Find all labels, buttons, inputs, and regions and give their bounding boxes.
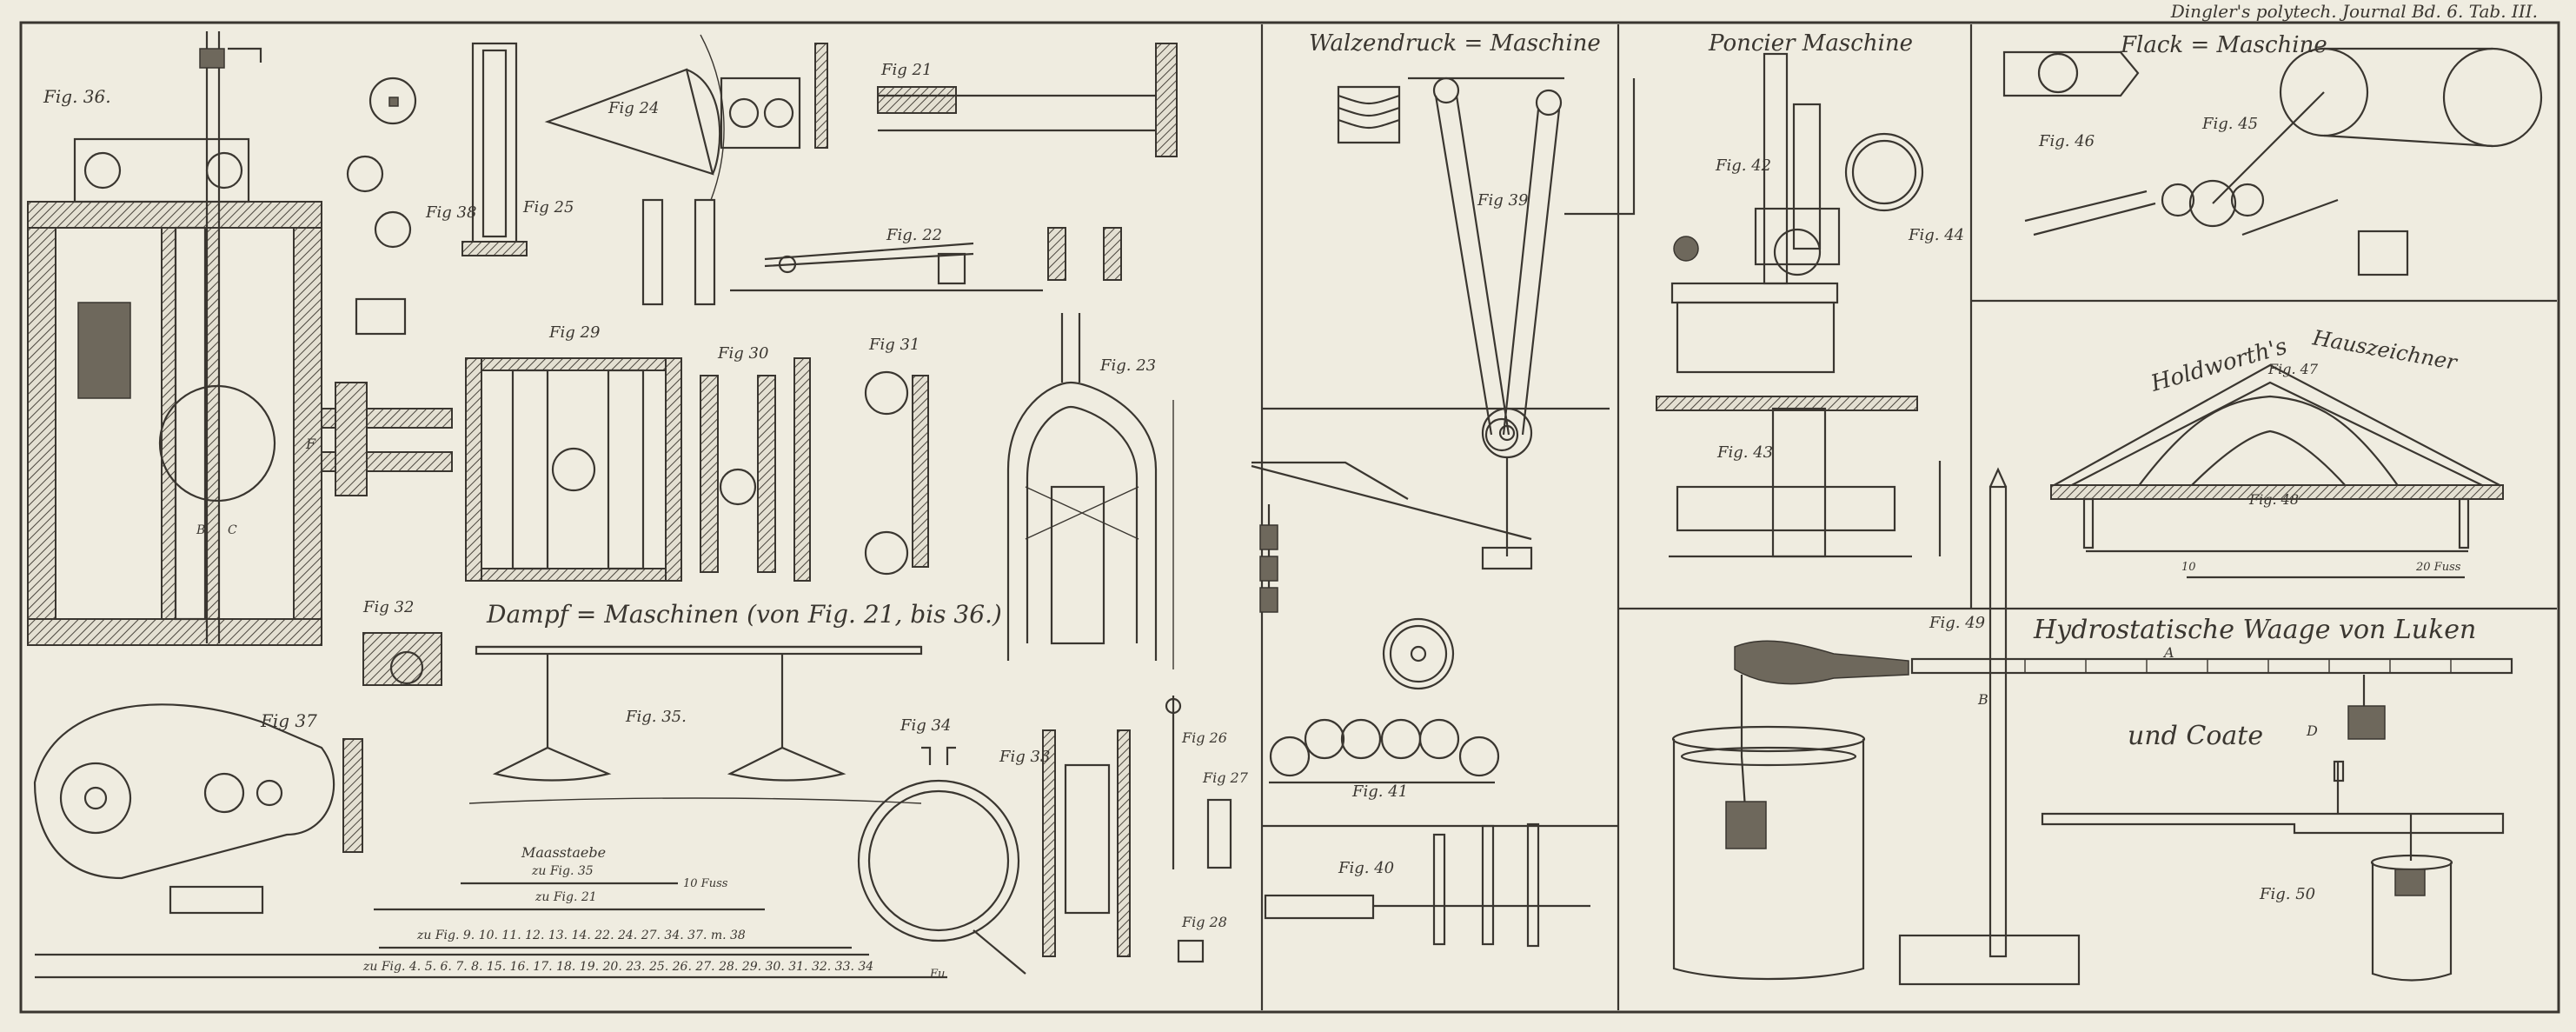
fig-36-letter-b: B (196, 523, 205, 537)
scale-unit-1: 10 Fuss (683, 877, 728, 890)
hz-scale-right: 20 Fuss (2415, 561, 2461, 574)
walzendruck-title: Walzendruck = Maschine (1309, 30, 1601, 57)
dampf-maschinen-title: Dampf = Maschinen (von Fig. 21, bis 36.) (486, 600, 1002, 629)
fig-28-label: Fig 28 (1181, 914, 1227, 930)
plate-border (19, 21, 2560, 1014)
fig-36-letter-f: F (305, 436, 316, 452)
waage-letter-b: B (1977, 691, 1988, 708)
scale-unit-2: Fu (929, 968, 945, 981)
fig-48-label: Fig. 48 (2248, 491, 2299, 508)
fig-37-label: Fig 37 (260, 710, 317, 731)
hz-scale-left: 10 (2181, 561, 2196, 574)
scale-35-label: zu Fig. 35 (531, 864, 594, 878)
hydrostatische-waage-section: Hydrostatische Waage von Luken und Coate… (1671, 467, 2513, 986)
waage-title-1: Hydrostatische Waage von Luken (2033, 615, 2476, 645)
fig-23-label: Fig. 23 (1099, 356, 1156, 375)
maasstaebe-scales: Maasstaebe zu Fig. 35 10 Fuss zu Fig. 21… (35, 844, 947, 981)
scale-2-label: zu Fig. 9. 10. 11. 12. 13. 14. 22. 24. 2… (416, 929, 746, 942)
fig-35-label: Fig. 35. (625, 708, 687, 726)
fig-36-letter-c: C (228, 523, 237, 537)
fig-23-boiler: Fig. 23 (1006, 313, 1174, 669)
fig-27-label: Fig 27 (1202, 769, 1249, 786)
fig-25-label: Fig 25 (522, 198, 574, 216)
waage-letter-a: A (2162, 644, 2174, 661)
fig-50-label: Fig. 50 (2259, 885, 2315, 903)
fig-29-31-cylinders: Fig 29 Fig 30 Fig 31 Fig 32 (362, 323, 929, 686)
fig-33-label: Fig 33 (999, 748, 1050, 766)
fig-43-label: Fig. 43 (1716, 443, 1773, 462)
fig-30-label: Fig 30 (717, 344, 768, 363)
fig-49-label: Fig. 49 (1929, 614, 1985, 632)
scale-3-label: zu Fig. 4. 5. 6. 7. 8. 15. 16. 17. 18. 1… (362, 960, 873, 974)
fig-26-label: Fig 26 (1181, 729, 1227, 746)
scale-21-label: zu Fig. 21 (534, 890, 597, 904)
waage-title-2: und Coate (2128, 721, 2263, 751)
fig-42-label: Fig. 42 (1715, 156, 1771, 175)
fig-21-label: Fig 21 (880, 61, 932, 79)
fig-31-label: Fig 31 (868, 336, 920, 354)
fig-41-label: Fig. 41 (1351, 782, 1408, 801)
waage-letter-d: D (2306, 722, 2318, 739)
fig-45-label: Fig. 45 (2201, 115, 2258, 133)
section-dividers (1260, 24, 2557, 1010)
scales-title: Maasstaebe (521, 844, 606, 861)
small-figs-upper-left: Fig 38 Fig 25 Fig 24 Fig 21 Fig. 22 (346, 34, 1178, 336)
fig-40-label: Fig. 40 (1338, 859, 1394, 877)
poncier-section: Poncier Maschine Fig. 42 Fig. 44 Fig. 43 (1656, 30, 1964, 558)
fig-46-label: Fig. 46 (2038, 132, 2095, 150)
fig-38-label: Fig 38 (425, 203, 476, 222)
fig-44-label: Fig. 44 (1908, 226, 1964, 244)
fig-36-engine-section: Fig. 36. F B C (27, 31, 453, 646)
fig-39-label: Fig 39 (1477, 191, 1528, 210)
fig-24-label: Fig 24 (607, 99, 659, 117)
fig-34-ring: Fig 34 (857, 716, 1026, 975)
fig-22-label: Fig. 22 (886, 226, 942, 244)
fig-34-label: Fig 34 (900, 716, 951, 735)
fig-47-label: Fig. 47 (2267, 361, 2319, 377)
flack-section: Flack = Maschine Fig. 46 Fig. 45 (2002, 32, 2543, 276)
fig-33-26-28: Fig 33 Fig 26 Fig 27 Fig 28 (999, 696, 1249, 963)
fig-35-scales: Fig. 35. (468, 645, 923, 804)
walzendruck-section: Walzendruck = Maschine Fig 39 Fig. 41 (1251, 30, 1636, 948)
poncier-title: Poncier Maschine (1708, 30, 1913, 57)
fig-36-label: Fig. 36. (43, 86, 111, 107)
fig-37-crank: Fig 37 (33, 703, 363, 915)
fig-32-label: Fig 32 (362, 598, 414, 616)
plate-header: Dingler's polytech. Journal Bd. 6. Tab. … (2170, 1, 2538, 22)
flack-title: Flack = Maschine (2120, 32, 2327, 58)
fig-29-label: Fig 29 (548, 323, 600, 342)
